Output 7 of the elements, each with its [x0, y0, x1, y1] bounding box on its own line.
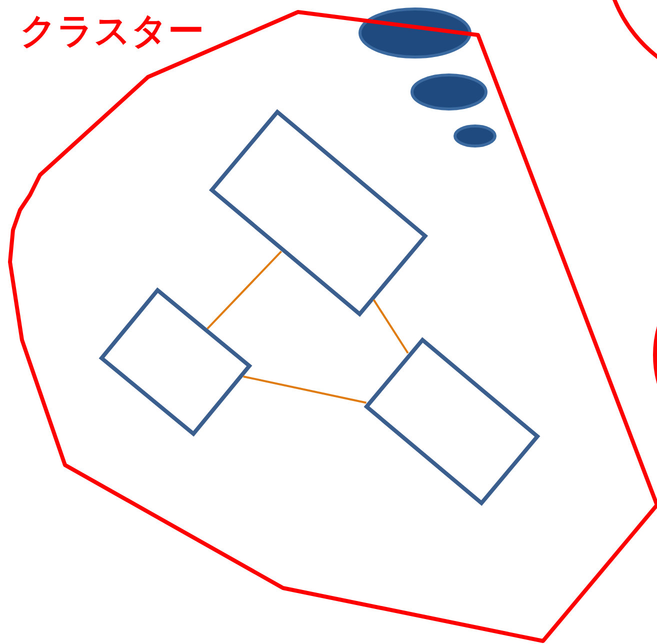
rectangle-outline: [208, 109, 428, 317]
connector-line: [243, 376, 366, 404]
cluster-label: クラスター: [20, 10, 204, 54]
rectangle-outline: [363, 336, 540, 506]
connector-line: [372, 299, 409, 354]
connector-line: [206, 250, 282, 330]
rectangle-outline: [98, 287, 252, 437]
